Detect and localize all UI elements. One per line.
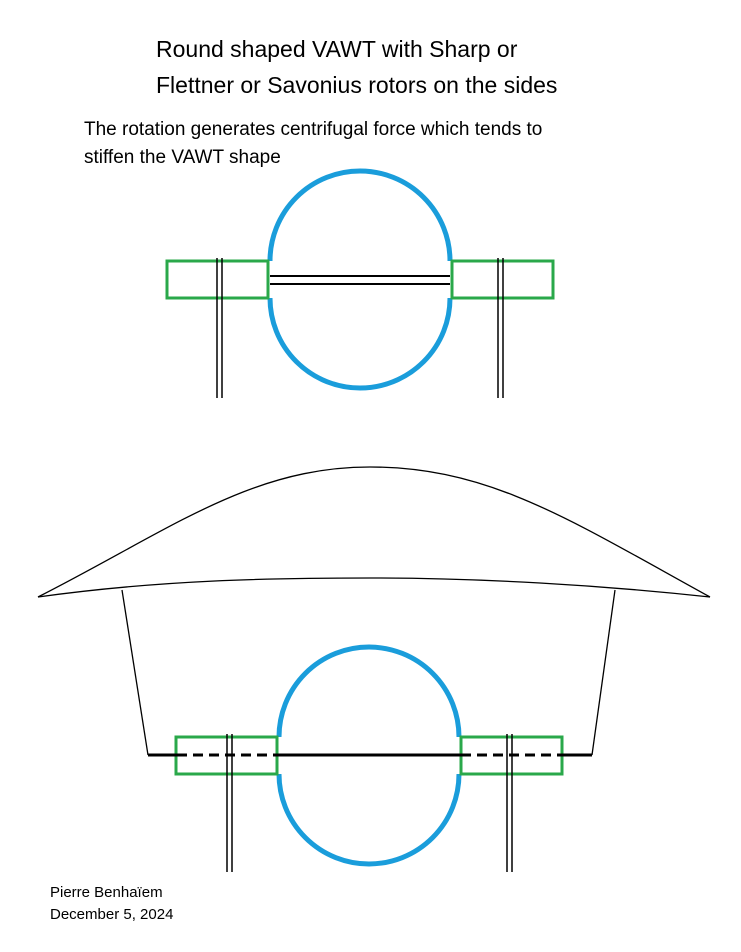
top-ring-lower-arc: [267, 297, 453, 391]
subtitle-line-2: stiffen the VAWT shape: [84, 147, 281, 168]
top-ring-upper-arc: [267, 168, 453, 262]
bottom-ring-lower-arc: [276, 773, 462, 867]
top-right-tether: [497, 258, 504, 398]
title-line-2: Flettner or Savonius rotors on the sides: [156, 72, 558, 98]
right-bridle: [591, 589, 616, 756]
canopy-lower-curve: [37, 577, 711, 598]
bottom-ring: [276, 644, 462, 867]
credit-author: Pierre Benhaïem: [50, 884, 163, 901]
left-bridle: [121, 589, 149, 756]
credit-date: December 5, 2024: [50, 906, 174, 923]
title-line-1: Round shaped VAWT with Sharp or: [156, 36, 518, 62]
bottom-ring-upper-arc: [276, 644, 462, 738]
top-ring: [267, 168, 453, 391]
bottom-left-tether: [226, 734, 233, 872]
top-left-tether: [216, 258, 223, 398]
kite-canopy: [37, 466, 711, 598]
bottom-figure: [37, 466, 711, 872]
bridle-lines: [121, 589, 616, 756]
subtitle-line-1: The rotation generates centrifugal force…: [84, 119, 543, 140]
canopy-upper-curve: [37, 466, 711, 598]
top-figure: [165, 168, 555, 398]
top-axle: [270, 275, 450, 285]
bottom-right-tether: [506, 734, 513, 872]
